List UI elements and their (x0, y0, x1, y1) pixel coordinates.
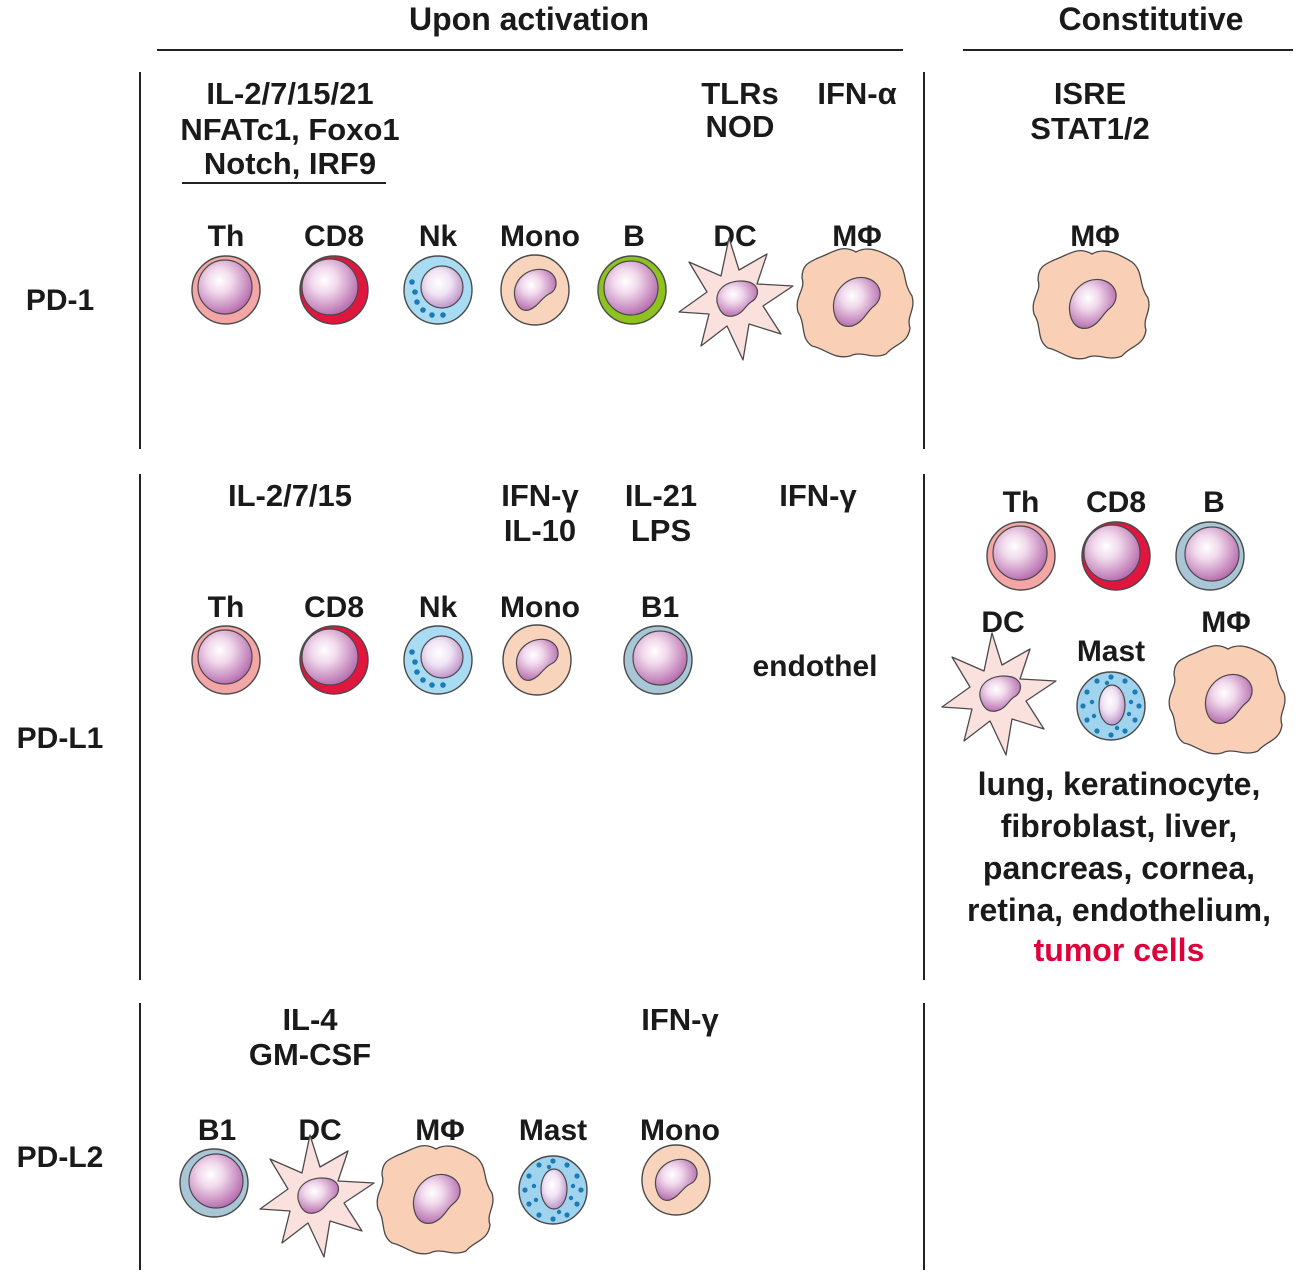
pdl2-macrophage-cell (376, 1144, 494, 1255)
pdl1-tissue-line-1: lung, keratinocyte, (978, 766, 1261, 802)
pdl1-const-cd8-cell (1081, 521, 1151, 591)
pdl2-stim-il4: IL-4 (282, 1002, 338, 1037)
pdl1-tissue-line-3: pancreas, cornea, (983, 850, 1255, 886)
pdl1-mono-cell (502, 624, 572, 696)
pdl1-endothel-label: endothel (753, 650, 878, 683)
pdl1-cell-label-th: Th (208, 591, 245, 624)
pdl1-const-macrophage-cell (1168, 644, 1286, 755)
pdl1-tissue-line-4: retina, endothelium, (967, 892, 1271, 928)
pdl1-cell-label-mono: Mono (500, 591, 580, 624)
pdl1-constitutive: Th CD8 B DC Mast MΦ lung, keratinocyte, … (941, 486, 1286, 968)
row-label-pd1: PD-1 (26, 284, 94, 317)
pdl1-const-mast-cell (1076, 671, 1146, 741)
layout-lines (139, 49, 1293, 1270)
pdl1-th-cell (191, 625, 261, 695)
row-label-pdl1: PD-L1 (17, 722, 104, 755)
pdl1-stim-il: IL-2/7/15 (228, 478, 352, 513)
pdl1-const-label-b: B (1203, 486, 1225, 519)
pdl2-cell-label-b1: B1 (198, 1114, 236, 1147)
pdl1-const-label-cd8: CD8 (1086, 486, 1146, 519)
pdl2-cell-labels: B1 DC MΦ Mast Mono (198, 1114, 720, 1147)
pd1-cell-label-cd8: CD8 (304, 220, 364, 253)
pd1-cell-labels: Th CD8 Nk Mono B DC MΦ (208, 220, 882, 253)
pd1-const-stat: STAT1/2 (1030, 111, 1149, 146)
pd1-const-label-macrophage: MΦ (1070, 220, 1120, 253)
pd1-macrophage-cell (796, 247, 914, 358)
pd1-nk-cell (403, 255, 473, 325)
pdl2-stim-ifn-gamma: IFN-γ (641, 1002, 719, 1037)
pdl1-cell-label-b1: B1 (641, 591, 679, 624)
row-label-pdl2: PD-L2 (17, 1141, 104, 1174)
pdl1-const-label-mast: Mast (1077, 635, 1145, 668)
pdl1-tissue-line-2: fibroblast, liver, (1001, 808, 1238, 844)
pdl1-cell-label-cd8: CD8 (304, 591, 364, 624)
pdl1-stim-lps: LPS (631, 513, 691, 548)
pd1-stim-tlrs: TLRs (701, 76, 779, 111)
pdl1-cd8-cell (299, 625, 369, 695)
pd1-cell-label-mono: Mono (500, 220, 580, 253)
pdl1-cells (191, 624, 693, 696)
pdl2-cell-label-mast: Mast (519, 1114, 587, 1147)
pd1-mono-cell (500, 254, 570, 326)
pd1-stim-line-2: NFATc1, Foxo1 (180, 112, 399, 147)
header-constitutive: Constitutive (1059, 1, 1244, 37)
pdl2-dc-cell (259, 1134, 375, 1258)
pd1-stimuli: IL-2/7/15/21 NFATc1, Foxo1 Notch, IRF9 T… (180, 76, 896, 181)
pdl1-cell-label-nk: Nk (419, 591, 458, 624)
pdl1-const-label-th: Th (1003, 486, 1040, 519)
pdl2-mast-cell (518, 1155, 588, 1225)
pdl2-cells (179, 1134, 711, 1258)
pd1-const-macrophage-cell (1032, 249, 1150, 360)
pdl1-stimuli: IL-2/7/15 IFN-γ IL-10 IL-21 LPS IFN-γ (228, 478, 858, 548)
pd1-cell-label-dc: DC (713, 220, 756, 253)
pd1-cell-label-th: Th (208, 220, 245, 253)
pdl2-cell-label-mono: Mono (640, 1114, 720, 1147)
pdl1-stim-ifn-gamma: IFN-γ (501, 478, 579, 513)
pdl1-tumor-cells: tumor cells (1034, 932, 1205, 968)
pdl2-stimuli: IL-4 GM-CSF IFN-γ (249, 1002, 720, 1072)
pdl2-cell-label-dc: DC (298, 1114, 341, 1147)
pdl1-const-label-dc: DC (981, 606, 1024, 639)
pdl2-cell-label-macrophage: MΦ (415, 1114, 465, 1147)
pd1-constitutive: ISRE STAT1/2 MΦ (1030, 76, 1150, 360)
pd1-cell-label-b: B (623, 220, 645, 253)
pdl2-stim-gmcsf: GM-CSF (249, 1037, 371, 1072)
pd1-const-isre: ISRE (1054, 76, 1126, 111)
pdl2-mono-cell (641, 1144, 711, 1216)
pdl1-const-b-cell (1175, 521, 1245, 591)
pdl1-stim-il10: IL-10 (504, 513, 576, 548)
pdl1-const-label-macrophage: MΦ (1201, 606, 1251, 639)
pd1-cell-label-nk: Nk (419, 220, 458, 253)
pdl1-nk-cell (403, 625, 473, 695)
pd1-cd8-cell (299, 255, 369, 325)
pd1-cell-label-macrophage: MΦ (832, 220, 882, 253)
pdl1-b1-cell (623, 625, 693, 695)
pdl1-cell-labels: Th CD8 Nk Mono B1 (208, 591, 680, 624)
pdl1-const-dc-cell (941, 632, 1057, 756)
pd1-stim-ifn-alpha: IFN-α (817, 76, 896, 111)
pd1-th-cell (191, 255, 261, 325)
pd1-cells (191, 237, 914, 361)
pdl2-b1-cell (179, 1148, 249, 1218)
pdl1-const-th-cell (986, 521, 1056, 591)
pd1-stim-nod: NOD (706, 109, 775, 144)
pd1-dc-cell (678, 237, 794, 361)
pdl1-stim-ifn-gamma-2: IFN-γ (779, 478, 857, 513)
pd1-stim-line-1: IL-2/7/15/21 (206, 76, 373, 111)
pd1-b-cell (597, 255, 667, 325)
pd1-stim-line-3: Notch, IRF9 (204, 146, 376, 181)
header-upon-activation: Upon activation (409, 1, 649, 37)
pdl1-stim-il21: IL-21 (625, 478, 697, 513)
